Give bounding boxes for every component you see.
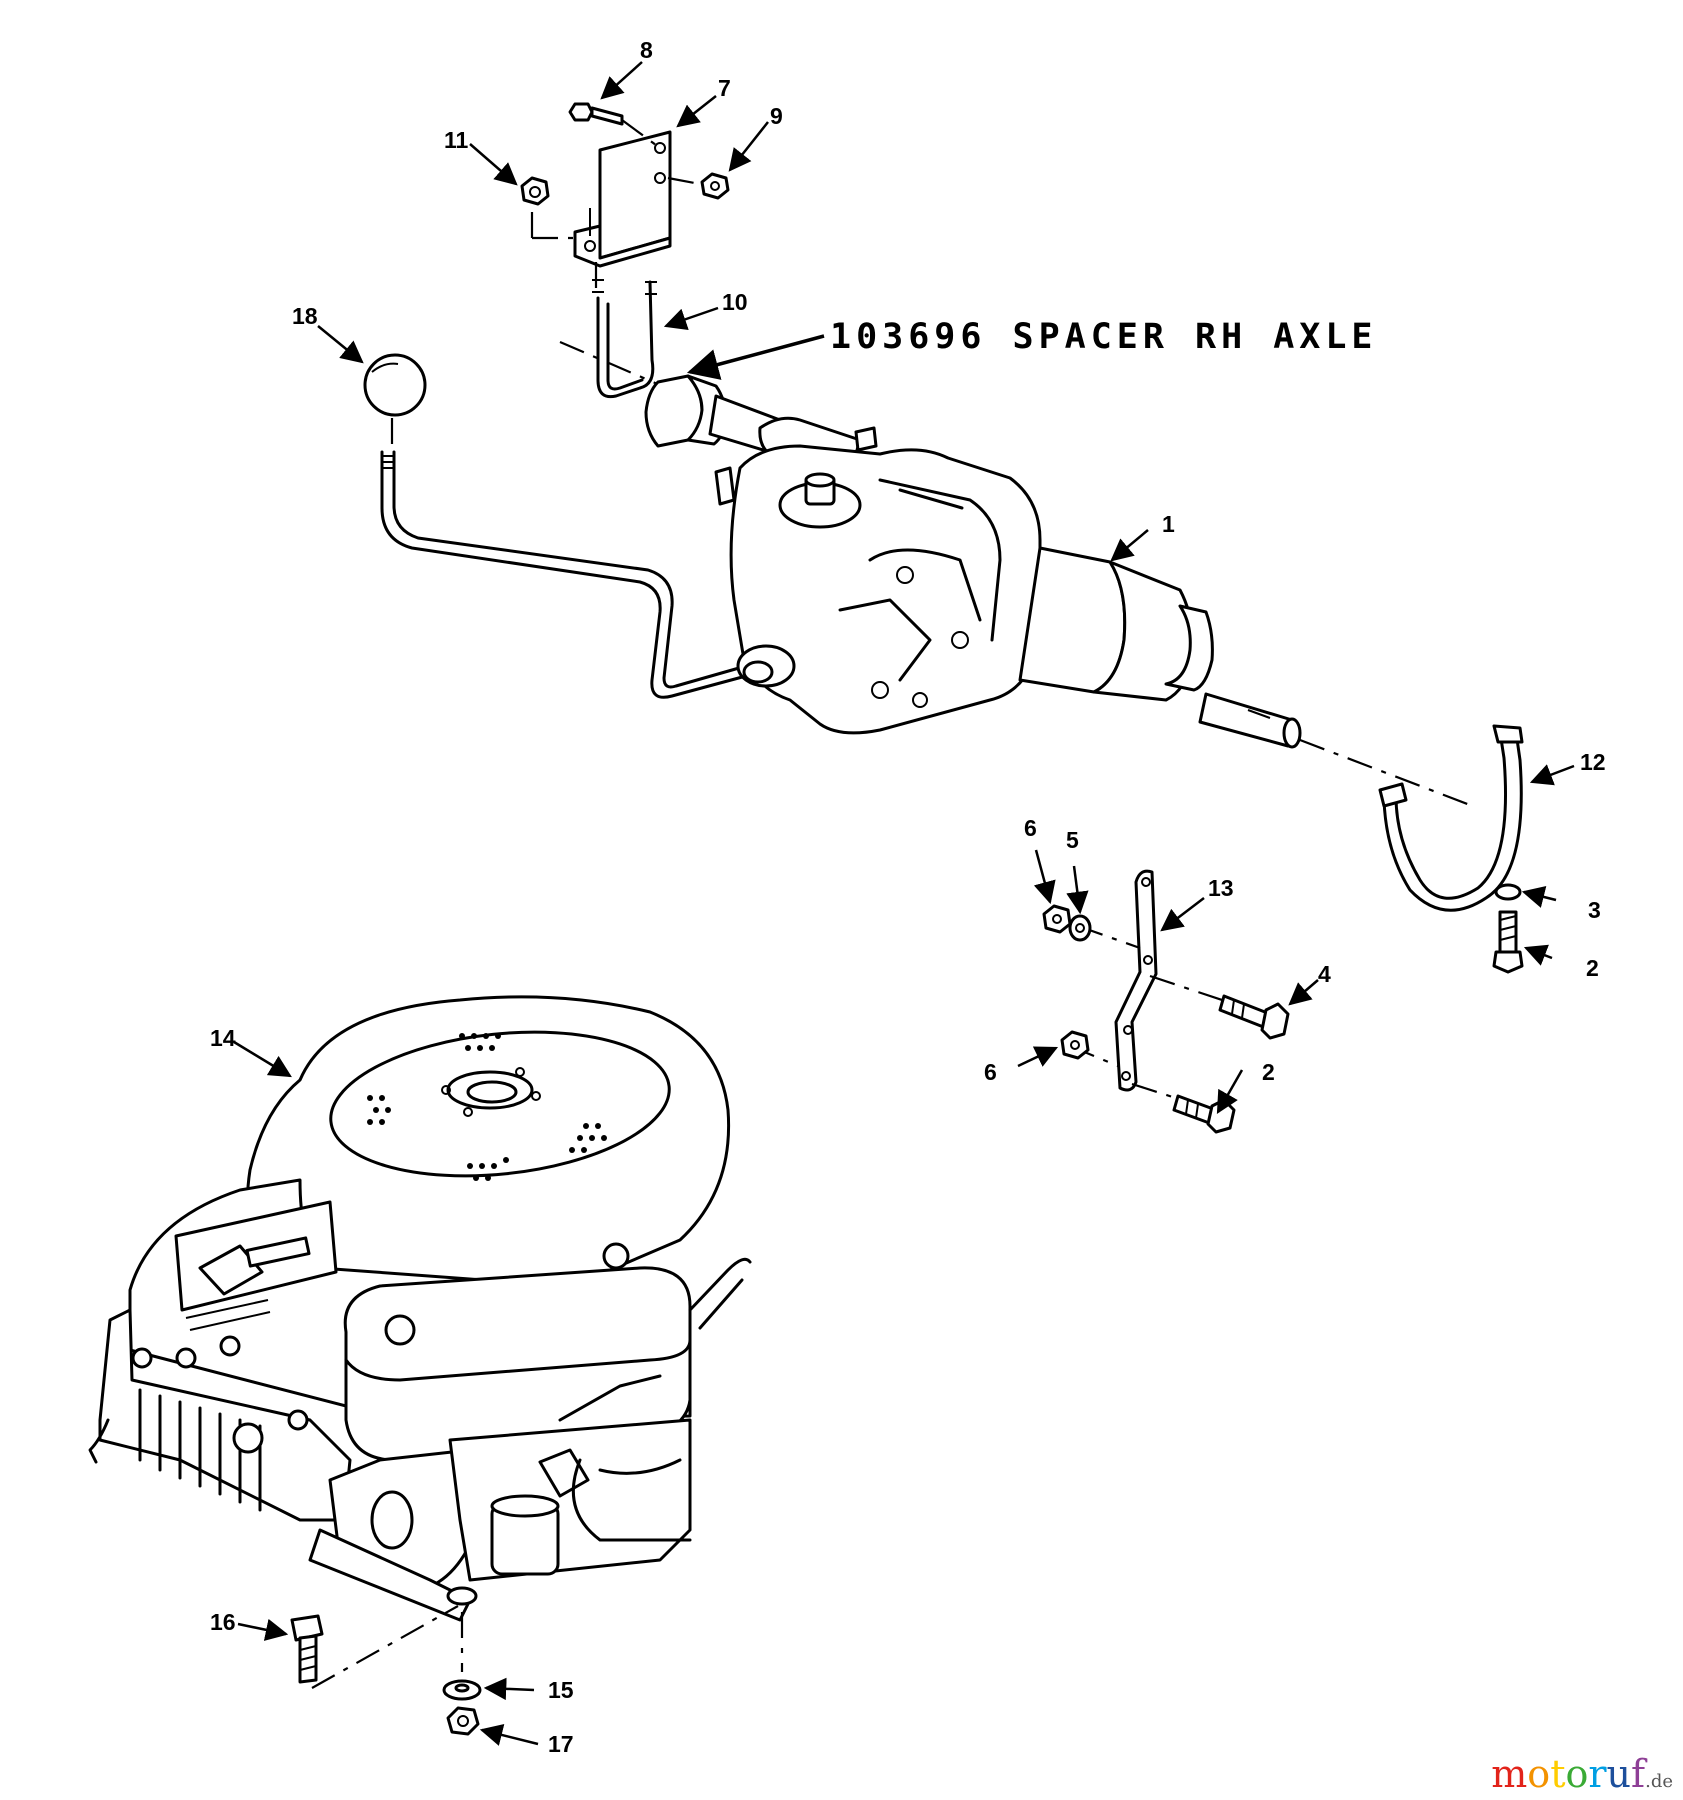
lockwasher-5 — [1068, 914, 1092, 942]
callout-6-lower: 6 — [984, 1059, 997, 1085]
callout-11: 11 — [444, 127, 469, 153]
nut-6-lower — [1060, 1030, 1090, 1060]
callout-arrows — [233, 61, 1575, 1746]
axle-bracket — [1069, 869, 1229, 1102]
watermark-letter: o — [1565, 1752, 1589, 1796]
watermark-letter: f — [1631, 1752, 1646, 1796]
callout-7: 7 — [718, 75, 731, 101]
watermark-suffix: .de — [1645, 1771, 1673, 1792]
transaxle — [644, 374, 1302, 749]
watermark-letter: r — [1588, 1752, 1607, 1796]
watermark-letter: m — [1491, 1752, 1528, 1796]
u-bolt — [559, 262, 691, 400]
shift-lever — [380, 450, 748, 699]
nut-6-upper — [1042, 904, 1072, 934]
callout-5: 5 — [1066, 827, 1079, 853]
washer-3 — [1494, 883, 1522, 901]
washer-15 — [442, 1679, 482, 1701]
callout-6-upper: 6 — [1024, 815, 1037, 841]
mounting-bracket — [530, 130, 672, 268]
bolt-4 — [1218, 994, 1290, 1040]
spacer-rh-axle-label: 103696 SPACER RH AXLE — [830, 317, 1378, 357]
bolt-16 — [290, 1614, 324, 1684]
callout-3: 3 — [1588, 897, 1601, 923]
callout-15: 15 — [548, 1677, 574, 1703]
callout-10: 10 — [722, 289, 748, 315]
callout-1: 1 — [1162, 511, 1175, 537]
callout-4: 4 — [1318, 961, 1331, 987]
watermark-letter: t — [1550, 1752, 1566, 1796]
callout-8: 8 — [640, 37, 653, 63]
callout-16: 16 — [210, 1609, 236, 1635]
callout-14: 14 — [210, 1025, 236, 1051]
bolt-8 — [568, 102, 661, 149]
axle-clamp — [1378, 724, 1524, 912]
callout-13: 13 — [1208, 875, 1234, 901]
shift-knob — [363, 353, 427, 448]
callout-9: 9 — [770, 103, 783, 129]
callout-18: 18 — [292, 303, 318, 329]
callout-labels: 1 2 2 3 4 5 6 6 7 8 9 10 11 12 13 14 15 … — [210, 37, 1606, 1757]
nut-17 — [446, 1706, 480, 1736]
engine — [88, 995, 752, 1622]
watermark-letter: o — [1527, 1752, 1551, 1796]
motoruf-watermark: motoruf.de — [1491, 1752, 1673, 1796]
nut-11 — [520, 176, 550, 206]
watermark-letter: u — [1606, 1752, 1632, 1796]
bolt-2-clamp — [1492, 910, 1524, 974]
callout-17: 17 — [548, 1731, 574, 1757]
callout-2-bracket: 2 — [1262, 1059, 1275, 1085]
nut-9 — [667, 172, 730, 200]
callout-2-clamp: 2 — [1586, 955, 1599, 981]
callout-12: 12 — [1580, 749, 1606, 775]
